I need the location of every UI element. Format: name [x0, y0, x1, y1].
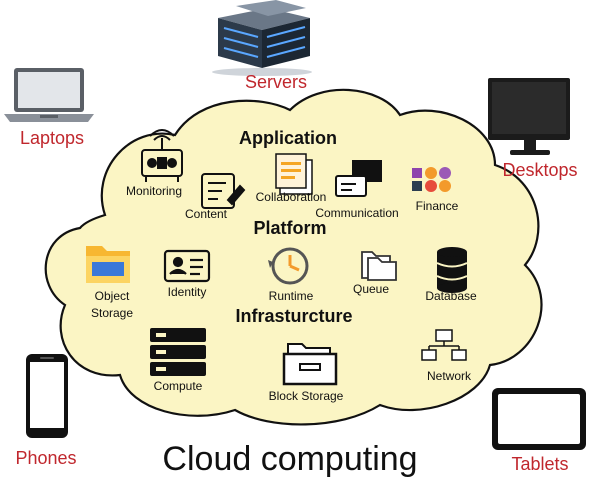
communication-label: Communication — [315, 206, 399, 220]
runtime-icon — [268, 247, 309, 285]
object-storage-label-line1: Object — [94, 289, 130, 303]
queue-label: Queue — [352, 282, 390, 296]
object-storage-icon — [86, 246, 130, 283]
finance-label: Finance — [415, 199, 459, 213]
desktops-label: Desktops — [502, 160, 578, 180]
compute-icon — [150, 328, 206, 376]
collaboration-icon — [275, 153, 313, 195]
monitoring-label: Monitoring — [125, 184, 183, 198]
servers-icon — [212, 0, 312, 76]
network-icon — [421, 329, 467, 361]
laptops-label: Laptops — [19, 128, 85, 148]
application-section-title: Application — [239, 128, 337, 148]
diagram-title: Cloud computing — [162, 440, 418, 478]
tablets-label: Tablets — [511, 454, 569, 474]
desktop-icon — [488, 78, 570, 155]
servers-label: Servers — [244, 72, 308, 92]
identity-icon — [163, 249, 211, 283]
monitoring-icon — [141, 129, 183, 182]
tablet-icon — [492, 388, 586, 450]
content-icon — [201, 173, 246, 209]
database-label: Database — [425, 289, 477, 303]
block-storage-icon — [282, 343, 338, 386]
identity-label: Identity — [167, 285, 207, 299]
compute-label: Compute — [153, 379, 203, 393]
finance-icon — [412, 167, 451, 192]
content-label: Content — [184, 207, 228, 221]
block-storage-label: Block Storage — [268, 389, 344, 403]
infrastructure-section-title: Infrasturcture — [235, 306, 353, 326]
phone-icon — [26, 354, 68, 438]
runtime-label: Runtime — [268, 289, 314, 303]
phones-label: Phones — [15, 448, 77, 468]
platform-section-title: Platform — [253, 218, 327, 238]
database-icon — [436, 247, 468, 293]
network-label: Network — [426, 369, 472, 383]
object-storage-label-line2: Storage — [90, 306, 134, 320]
communication-icon — [335, 160, 382, 197]
laptop-icon — [4, 68, 94, 122]
queue-icon — [361, 251, 397, 281]
collaboration-label: Collaboration — [255, 190, 327, 204]
